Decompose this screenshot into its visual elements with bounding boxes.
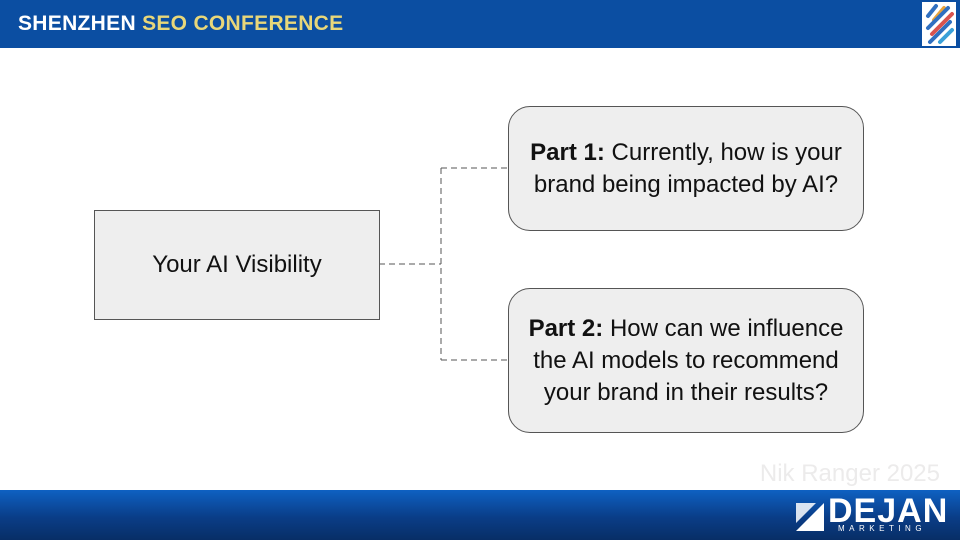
part-1-node: Part 1: Currently, how is your brand bei… — [508, 106, 864, 231]
title-city: SHENZHEN — [18, 12, 136, 35]
striped-logo-icon — [922, 2, 956, 46]
brand-name: DEJAN — [828, 492, 949, 530]
author-watermark: Nik Ranger 2025 — [759, 460, 940, 487]
part-1-text: Currently, how is your brand being impac… — [533, 138, 842, 198]
dejan-mark-icon — [796, 503, 824, 531]
root-label: Your AI Visibility — [152, 251, 322, 278]
root-node: Your AI Visibility — [94, 210, 380, 320]
part-2-content: Part 2: How can we influence the AI mode… — [521, 313, 851, 409]
part-1-content: Part 1: Currently, how is your brand bei… — [521, 137, 851, 201]
part-1-label: Part 1: — [530, 138, 605, 166]
part-2-label: Part 2: — [528, 314, 604, 342]
title-event: SEO CONFERENCE — [142, 12, 344, 35]
part-2-node: Part 2: How can we influence the AI mode… — [508, 288, 864, 433]
header-bar: SHENZHEN SEO CONFERENCE — [0, 0, 960, 48]
conference-title: SHENZHEN SEO CONFERENCE — [18, 12, 343, 36]
brand-subtitle: MARKETING — [838, 524, 927, 533]
part-2-text: How can we influence the AI models to re… — [533, 314, 844, 406]
dejan-logo: DEJAN MARKETING — [794, 492, 947, 537]
